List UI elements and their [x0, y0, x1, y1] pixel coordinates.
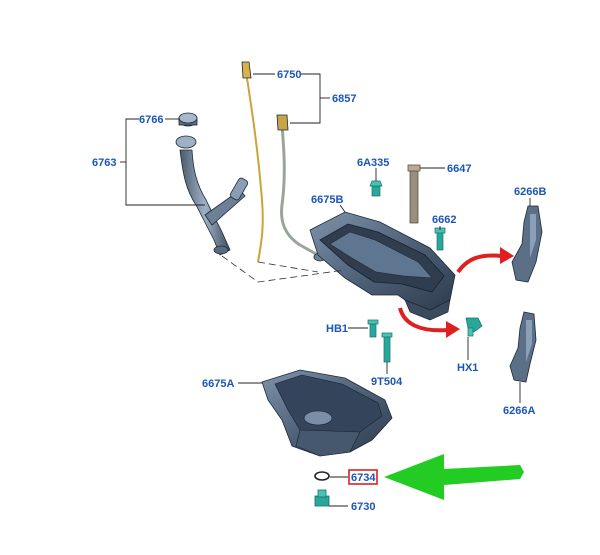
highlight-box-6734 [348, 469, 378, 485]
dipstick [241, 61, 264, 263]
label-HB1[interactable]: HB1 [326, 323, 348, 335]
label-6730[interactable]: 6730 [351, 501, 375, 513]
bolt-HB1 [367, 319, 379, 338]
drain-plug [314, 489, 330, 507]
red-arrow-lower [398, 307, 460, 338]
bracket-6266B [511, 205, 543, 283]
label-6675A[interactable]: 6675A [202, 378, 234, 390]
bracket-6266A [509, 311, 537, 383]
oil-filler-cap [178, 112, 198, 127]
label-6266A[interactable]: 6266A [503, 405, 535, 417]
label-6750[interactable]: 6750 [277, 69, 301, 81]
label-6266B[interactable]: 6266B [514, 186, 546, 198]
bolt-6662 [434, 227, 446, 251]
label-HX1[interactable]: HX1 [457, 362, 478, 374]
label-9T504[interactable]: 9T504 [371, 376, 403, 388]
upper-oil-pan [309, 211, 456, 321]
assembly-line-filler [221, 255, 346, 283]
label-6763[interactable]: 6763 [92, 157, 116, 169]
label-6766[interactable]: 6766 [139, 114, 163, 126]
leader-lines [120, 73, 531, 507]
red-arrow-upper [456, 247, 514, 274]
bolt-6A335 [369, 180, 383, 197]
green-pointer-arrow [384, 454, 524, 500]
drain-plug-gasket [314, 471, 330, 481]
label-6647[interactable]: 6647 [447, 163, 471, 175]
assembly-line-dipstick [257, 261, 319, 273]
label-6675B[interactable]: 6675B [311, 194, 343, 206]
lower-oil-pan [261, 369, 393, 457]
label-6A335[interactable]: 6A335 [357, 157, 389, 169]
label-6734[interactable]: 6734 [351, 472, 376, 484]
clip-HX1 [465, 317, 483, 337]
label-6662[interactable]: 6662 [432, 214, 456, 226]
oil-filler-tube [175, 135, 249, 256]
label-6857[interactable]: 6857 [332, 93, 356, 105]
bolt-9T504 [381, 332, 393, 363]
stud-6647 [407, 164, 421, 224]
